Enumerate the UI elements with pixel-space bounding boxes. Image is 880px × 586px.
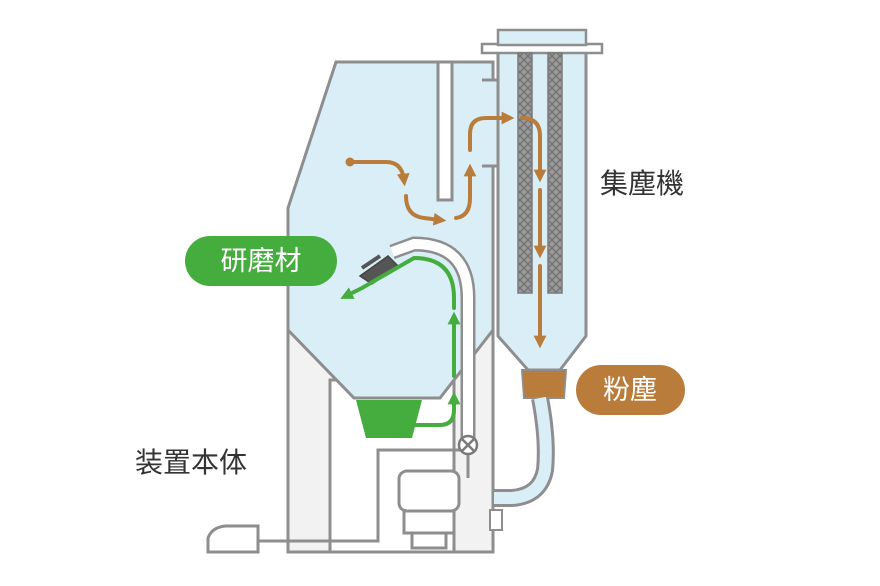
filter-right: [547, 52, 563, 294]
label-main-unit: 装置本体: [135, 446, 247, 479]
pedal-icon: [206, 448, 470, 554]
label-dust: 粉塵: [576, 365, 685, 415]
label-abrasive-text: 研磨材: [221, 246, 302, 277]
abrasive-pipe: [389, 236, 476, 450]
dust-bin: [520, 369, 568, 399]
label-abrasive: 研磨材: [185, 236, 337, 286]
valve-icon: [457, 434, 479, 456]
filter-left: [517, 52, 533, 294]
label-dust-collector: 集塵機: [600, 167, 684, 200]
label-dust-text: 粉塵: [603, 375, 657, 406]
abrasive-hopper-pile: [356, 400, 422, 438]
dust-flow-arrows: [345, 111, 547, 349]
abrasive-flow-arrows: [340, 255, 461, 427]
pump-icon: [397, 469, 461, 550]
